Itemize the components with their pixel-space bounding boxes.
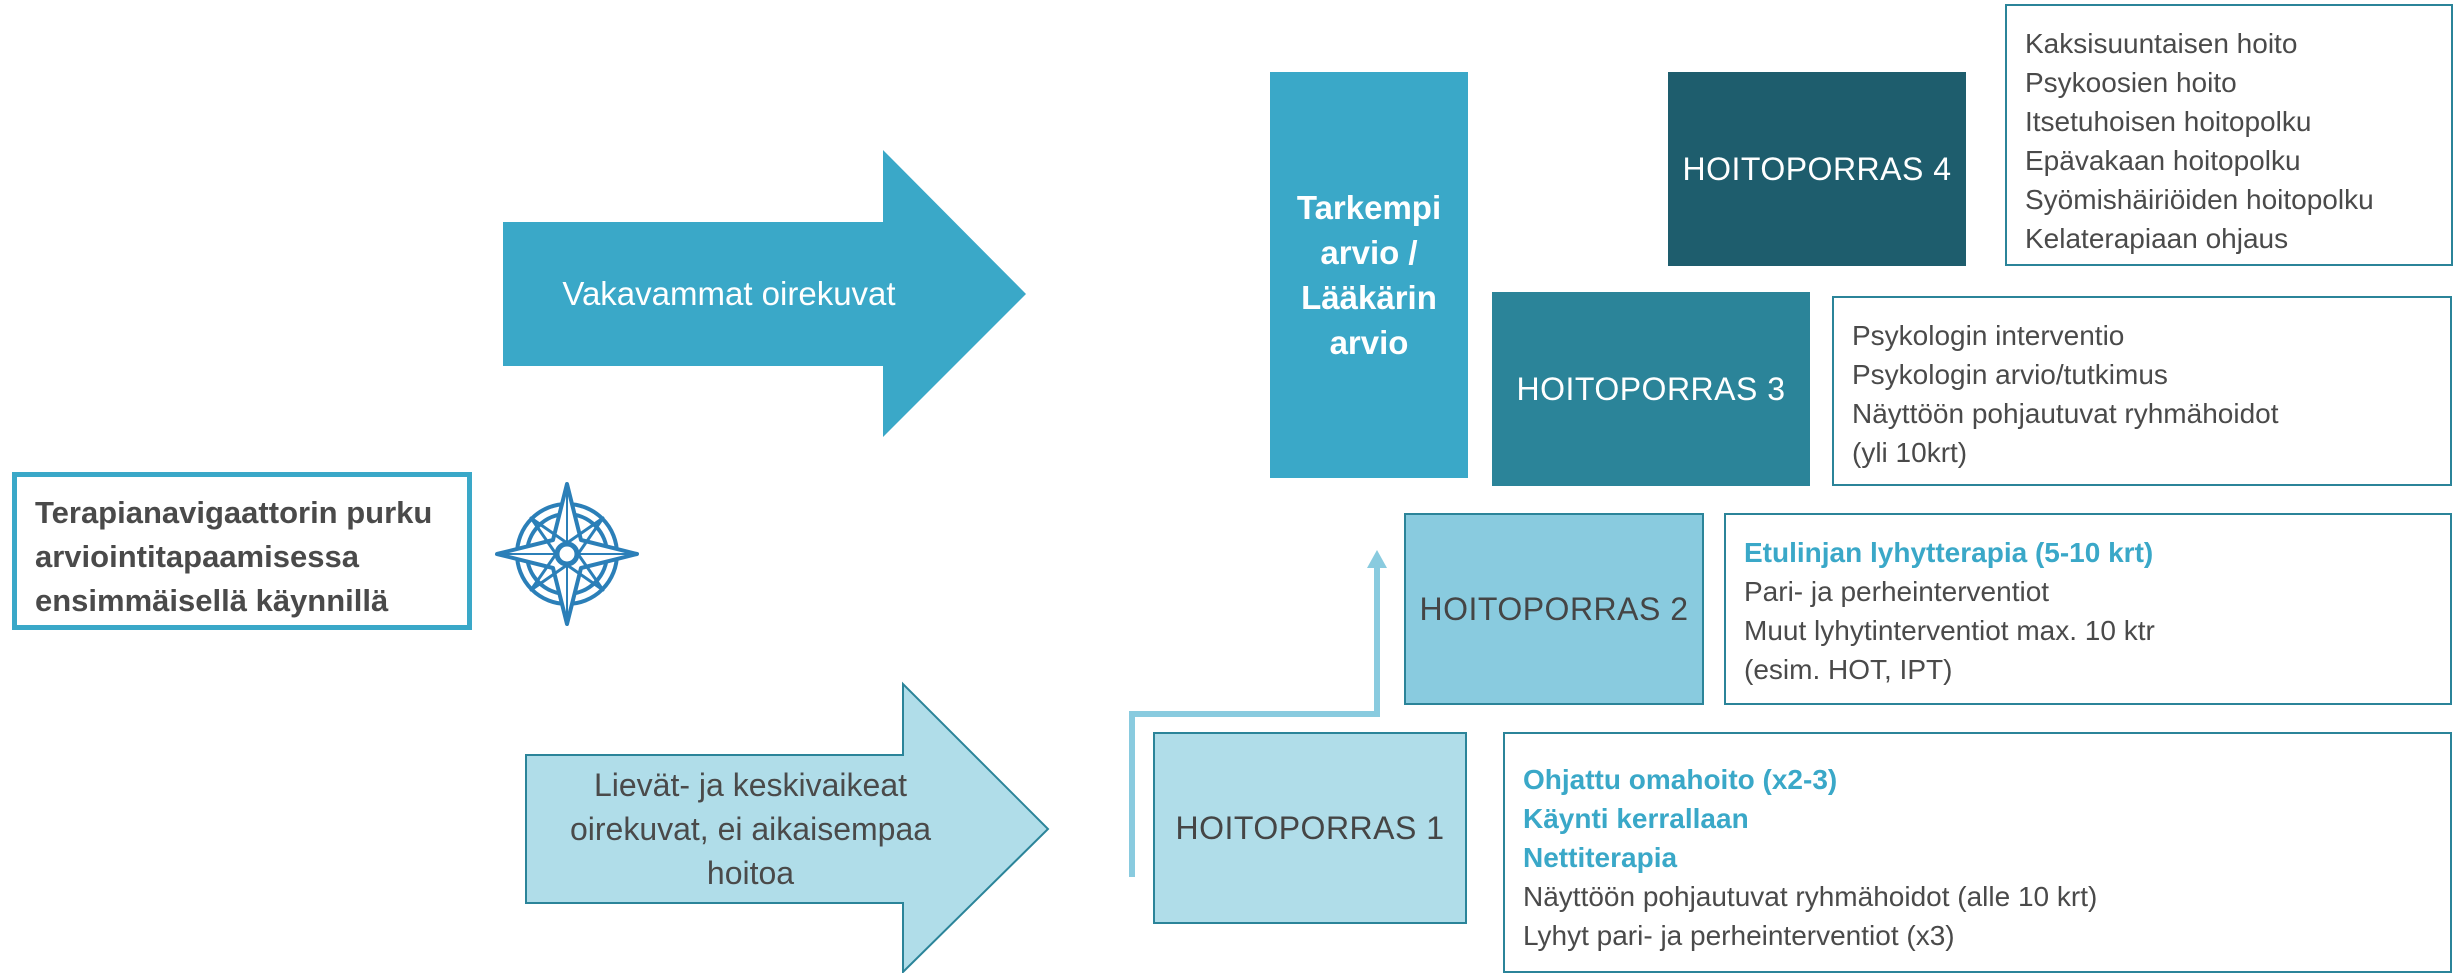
step-4-item: Itsetuhoisen hoitopolku bbox=[2025, 106, 2312, 137]
navigator-box: Terapianavigaattorin purku arviointitapa… bbox=[12, 472, 472, 630]
arrow-bottom bbox=[525, 681, 1050, 973]
step-connector-arrowhead bbox=[1367, 550, 1387, 568]
step-1-item: Käynti kerrallaan bbox=[1523, 803, 1749, 834]
compass-icon bbox=[495, 482, 639, 626]
arrow-top bbox=[503, 150, 1026, 437]
arrow-bottom-line-2: oirekuvat, ei aikaisempaa bbox=[569, 811, 932, 847]
arrow-top-label: Vakavammat oirekuvat bbox=[505, 222, 953, 366]
arrow-bottom-label: Lievät- ja keskivaikeat oirekuvat, ei ai… bbox=[528, 755, 973, 903]
assessment-line-1: Tarkempi bbox=[1296, 189, 1442, 226]
assessment-line-4: arvio bbox=[1329, 324, 1409, 361]
navigator-line-1: Terapianavigaattorin purku bbox=[35, 495, 433, 530]
assessment-box: Tarkempi arvio / Lääkärin arvio bbox=[1270, 72, 1468, 478]
step-2-item: Pari- ja perheinterventiot bbox=[1744, 576, 2050, 607]
step-4-label: HOITOPORRAS 4 bbox=[1682, 150, 1952, 187]
step-3-box: HOITOPORRAS 3 bbox=[1492, 292, 1810, 486]
step-1-item: Lyhyt pari- ja perheinterventiot (x3) bbox=[1523, 920, 1955, 951]
step-1-description: Ohjattu omahoito (x2-3) Käynti kerrallaa… bbox=[1503, 732, 2452, 973]
step-3-label: HOITOPORRAS 3 bbox=[1516, 370, 1786, 407]
arrow-bottom-line-3: hoitoa bbox=[706, 855, 795, 891]
step-4-description: Kaksisuuntaisen hoito Psykoosien hoito I… bbox=[2005, 4, 2453, 266]
step-3-item: Näyttöön pohjautuvat ryhmähoidot bbox=[1852, 398, 2279, 429]
step-4-item: Kaksisuuntaisen hoito bbox=[2025, 28, 2298, 59]
navigator-line-3: ensimmäisellä käynnillä bbox=[35, 583, 389, 618]
assessment-line-3: Lääkärin bbox=[1301, 279, 1437, 316]
step-4-item: Kelaterapiaan ohjaus bbox=[2025, 223, 2289, 254]
arrow-bottom-line-1: Lievät- ja keskivaikeat bbox=[593, 767, 907, 803]
step-2-label: HOITOPORRAS 2 bbox=[1419, 590, 1689, 627]
assessment-line-2: arvio / bbox=[1320, 234, 1418, 271]
step-3-item: Psykologin arvio/tutkimus bbox=[1852, 359, 2168, 390]
step-1-item: Ohjattu omahoito (x2-3) bbox=[1523, 764, 1838, 795]
step-2-item: (esim. HOT, IPT) bbox=[1744, 654, 1953, 685]
step-2-item: Etulinjan lyhytterapia (5-10 krt) bbox=[1744, 537, 2154, 568]
step-1-box: HOITOPORRAS 1 bbox=[1153, 732, 1467, 924]
step-4-box: HOITOPORRAS 4 bbox=[1668, 72, 1966, 266]
step-3-item: (yli 10krt) bbox=[1852, 437, 1968, 468]
step-4-item: Psykoosien hoito bbox=[2025, 67, 2237, 98]
step-1-item: Näyttöön pohjautuvat ryhmähoidot (alle 1… bbox=[1523, 881, 2098, 912]
step-2-item: Muut lyhytinterventiot max. 10 ktr bbox=[1744, 615, 2155, 646]
step-1-label: HOITOPORRAS 1 bbox=[1175, 809, 1445, 846]
step-2-box: HOITOPORRAS 2 bbox=[1404, 513, 1704, 705]
step-4-item: Epävakaan hoitopolku bbox=[2025, 145, 2301, 176]
step-2-description: Etulinjan lyhytterapia (5-10 krt) Pari- … bbox=[1724, 513, 2452, 705]
step-4-item: Syömishäiriöiden hoitopolku bbox=[2025, 184, 2374, 215]
step-1-item: Nettiterapia bbox=[1523, 842, 1678, 873]
navigator-line-2: arviointitapaamisessa bbox=[35, 539, 359, 574]
step-3-item: Psykologin interventio bbox=[1852, 320, 2125, 351]
arrow-top-label-text: Vakavammat oirekuvat bbox=[562, 275, 896, 312]
step-connector-line bbox=[1129, 566, 1380, 877]
step-3-description: Psykologin interventio Psykologin arvio/… bbox=[1832, 296, 2452, 486]
